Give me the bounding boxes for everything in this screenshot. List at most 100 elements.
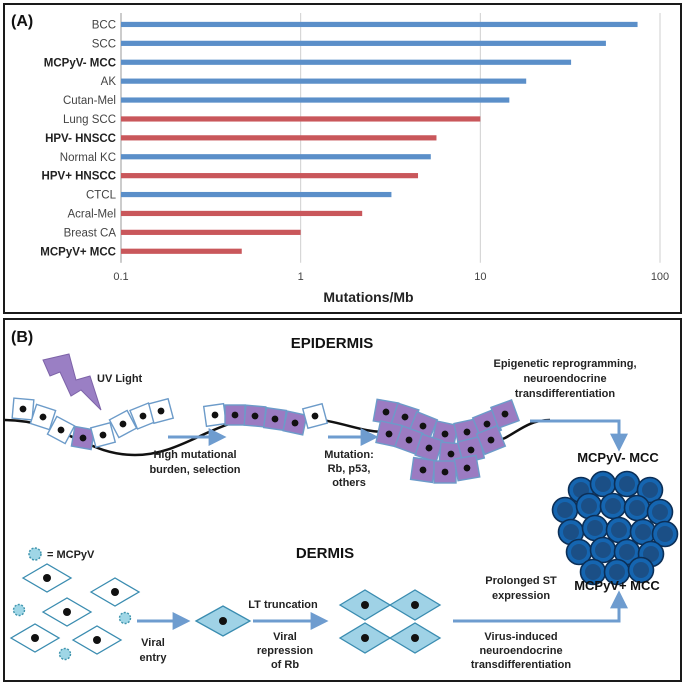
category-label: CTCL [86,190,117,202]
bar-scc [121,40,606,46]
epidermal-cell [202,402,228,428]
dermal-cell [9,623,61,653]
category-label: Normal KC [60,152,116,164]
bar-hpv-hnscc [121,173,419,179]
epidermis-heading: EPIDERMIS [291,335,374,352]
mcpyv-virus-icon [28,547,42,561]
bar-bcc [121,21,638,28]
svg-text:Viral: Viral [273,631,297,643]
arrow-reprogramming [530,419,628,452]
category-label: MCPyV+ MCC [40,246,116,258]
keratinocyte-layer-mutated [202,402,329,436]
dermal-cell [388,589,442,621]
x-tick-label: 0.1 [113,271,128,283]
dermal-cell [338,589,392,621]
lt-truncation-text: LT truncation [248,599,318,611]
virus-legend-label: = MCPyV [47,549,95,561]
svg-text:Prolonged ST: Prolonged ST [485,575,557,587]
transformed-cell [475,424,507,456]
category-label: MCPyV- MCC [44,57,116,69]
mcpyv-negative-mcc-label: MCPyV- MCC [577,450,659,465]
step-reprogramming-text: Epigenetic reprogramming, neuroendocrine… [493,358,636,400]
transformed-cell [414,433,444,463]
svg-text:others: others [332,477,366,489]
bar-hpv-hnscc [121,135,437,141]
bar-ak [121,78,527,84]
dermal-cell [194,605,252,637]
svg-text:transdifferentiation: transdifferentiation [471,659,572,671]
epidermal-cell [89,421,117,449]
tumor-cell [636,476,664,504]
category-label: BCC [92,19,116,31]
dermis-heading: DERMIS [296,545,354,562]
svg-text:repression: repression [257,645,314,657]
bar-mcpyv-mcc [121,248,242,254]
panel-b-label: (B) [11,329,33,346]
keratinocyte-cluster-transformed [372,398,520,484]
category-label: AK [101,76,117,88]
dermal-cell [71,625,123,655]
tumor-cell [613,538,641,566]
tumor-cell [551,496,579,524]
bar-mcpyv-mcc [121,59,572,65]
tumor-cell [581,514,609,542]
dermal-cells-with-virus [9,563,442,661]
epidermal-cell [108,409,138,439]
tumor-cell [599,492,627,520]
arrow-virus-induced [453,590,628,623]
prolonged-st-text: Prolonged ST expression [485,575,557,602]
x-tick-label: 100 [651,271,669,283]
x-tick-label: 10 [474,271,486,283]
svg-text:burden, selection: burden, selection [149,464,240,476]
bar-ctcl [121,191,392,198]
dermal-cell [388,622,442,654]
uv-light-label: UV Light [97,373,143,385]
step-mutation-text: Mutation: Rb, p53, others [324,449,373,489]
tumor-cell [579,558,607,586]
svg-text:expression: expression [492,590,550,602]
svg-text:neuroendocrine: neuroendocrine [523,373,606,385]
uv-lightning-icon [42,353,102,411]
category-label: HPV- HNSCC [45,133,116,145]
epidermal-cell [262,406,288,432]
tumor-cell [623,494,651,522]
bar-acral-mel [121,210,363,217]
virus-particle [12,603,26,617]
svg-text:Rb, p53,: Rb, p53, [328,463,371,475]
tumor-cell [589,536,617,564]
tumor-cell [646,498,674,526]
bar-breast-ca [121,229,301,235]
tumor-cell [613,470,641,498]
mcc-pathway-diagram: (B) EPIDERMIS DERMIS UV Light High mutat… [5,329,679,671]
category-label: HPV+ HNSCC [42,171,116,183]
category-label: Acral-Mel [67,208,116,220]
svg-text:Epigenetic reprogramming,: Epigenetic reprogramming, [493,358,636,370]
svg-text:High mutational: High mutational [153,449,236,461]
viral-entry-text: Viral entry [140,637,168,664]
x-tick-label: 1 [298,271,304,283]
virus-particle [58,647,72,661]
tumor-cell [589,470,617,498]
dermal-cell [41,597,93,627]
tumor-cell [565,538,593,566]
transformed-cell [490,399,520,429]
tumor-cell [651,520,679,548]
bar-cutan-mel [121,97,510,103]
category-label: Breast CA [64,227,117,239]
bar-lung-scc [121,116,481,122]
svg-text:of Rb: of Rb [271,659,299,671]
svg-text:entry: entry [140,652,168,664]
epidermal-cell [29,403,57,431]
dermal-cell [338,622,392,654]
panel-a-label: (A) [11,13,33,30]
tumor-cell [627,556,655,584]
category-label: SCC [92,38,116,50]
svg-text:Viral: Viral [141,637,165,649]
svg-text:Mutation:: Mutation: [324,449,373,461]
epidermal-cell [46,415,76,445]
epidermal-cell [243,404,267,428]
keratinocyte-layer-normal [11,397,175,451]
virus-particle [118,611,132,625]
